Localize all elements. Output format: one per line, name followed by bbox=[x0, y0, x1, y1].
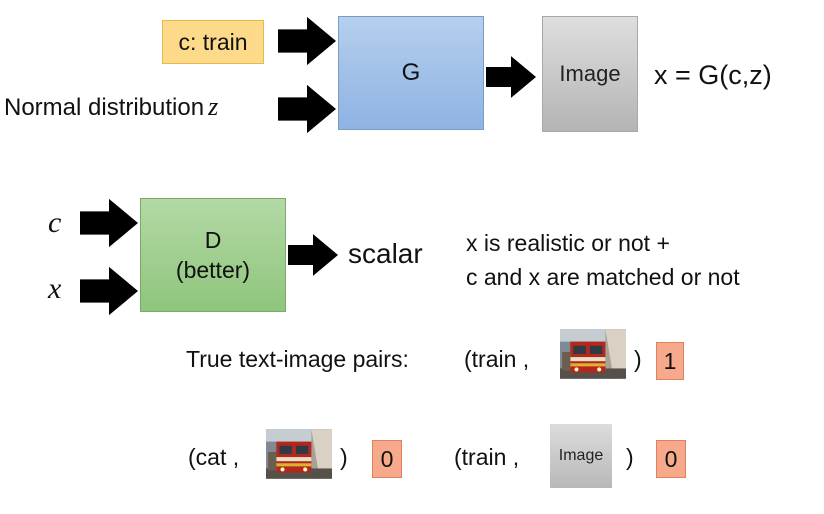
right-arrow-icon bbox=[80, 198, 138, 248]
noise-text: Normal distribution bbox=[4, 94, 205, 121]
pair1-score: 1 bbox=[663, 347, 677, 374]
train-photo-icon bbox=[560, 328, 626, 380]
description-line-2: c and x are matched or not bbox=[466, 264, 740, 290]
generated-image-label: Image bbox=[559, 61, 621, 86]
pair2-open: (cat , bbox=[188, 444, 240, 470]
noise-variable: z bbox=[208, 92, 219, 121]
generated-image-box: Image bbox=[542, 16, 638, 132]
pair3-open: (train , bbox=[454, 444, 520, 470]
pair2-score: 0 bbox=[380, 445, 394, 472]
condition-label: c: train bbox=[178, 29, 248, 55]
pair2-score-badge: 0 bbox=[372, 440, 402, 478]
discriminator-subtitle: (better) bbox=[175, 257, 251, 283]
image-placeholder-thumb: Image bbox=[550, 424, 612, 488]
train-photo-icon bbox=[266, 428, 332, 480]
pair3-close: ) bbox=[626, 444, 634, 470]
input-c-label: c bbox=[48, 206, 62, 239]
pair3-image-label: Image bbox=[558, 447, 604, 464]
true-pairs-label: True text-image pairs: bbox=[186, 346, 409, 372]
discriminator-title: D bbox=[204, 227, 222, 253]
pair1-close: ) bbox=[634, 346, 642, 372]
discriminator-box: D (better) bbox=[140, 198, 286, 312]
description-line-1: x is realistic or not + bbox=[466, 230, 670, 256]
pair1-score-badge: 1 bbox=[656, 342, 684, 380]
right-arrow-icon bbox=[278, 16, 336, 66]
pair3-score-badge: 0 bbox=[656, 440, 686, 478]
condition-box: c: train bbox=[162, 20, 264, 64]
pair3-score: 0 bbox=[664, 445, 678, 472]
scalar-output-label: scalar bbox=[348, 238, 423, 269]
discriminator-description: x is realistic or not + c and x are matc… bbox=[466, 226, 740, 294]
right-arrow-icon bbox=[288, 230, 338, 280]
generator-box: G bbox=[338, 16, 484, 130]
pair1-open: (train , bbox=[464, 346, 530, 372]
right-arrow-icon bbox=[278, 84, 336, 134]
right-arrow-icon bbox=[80, 266, 138, 316]
generator-label: G bbox=[401, 59, 421, 86]
input-x-label: x bbox=[48, 272, 62, 305]
pair2-close: ) bbox=[340, 444, 348, 470]
right-arrow-icon bbox=[486, 52, 536, 102]
generator-formula: x = G(c,z) bbox=[654, 60, 772, 90]
